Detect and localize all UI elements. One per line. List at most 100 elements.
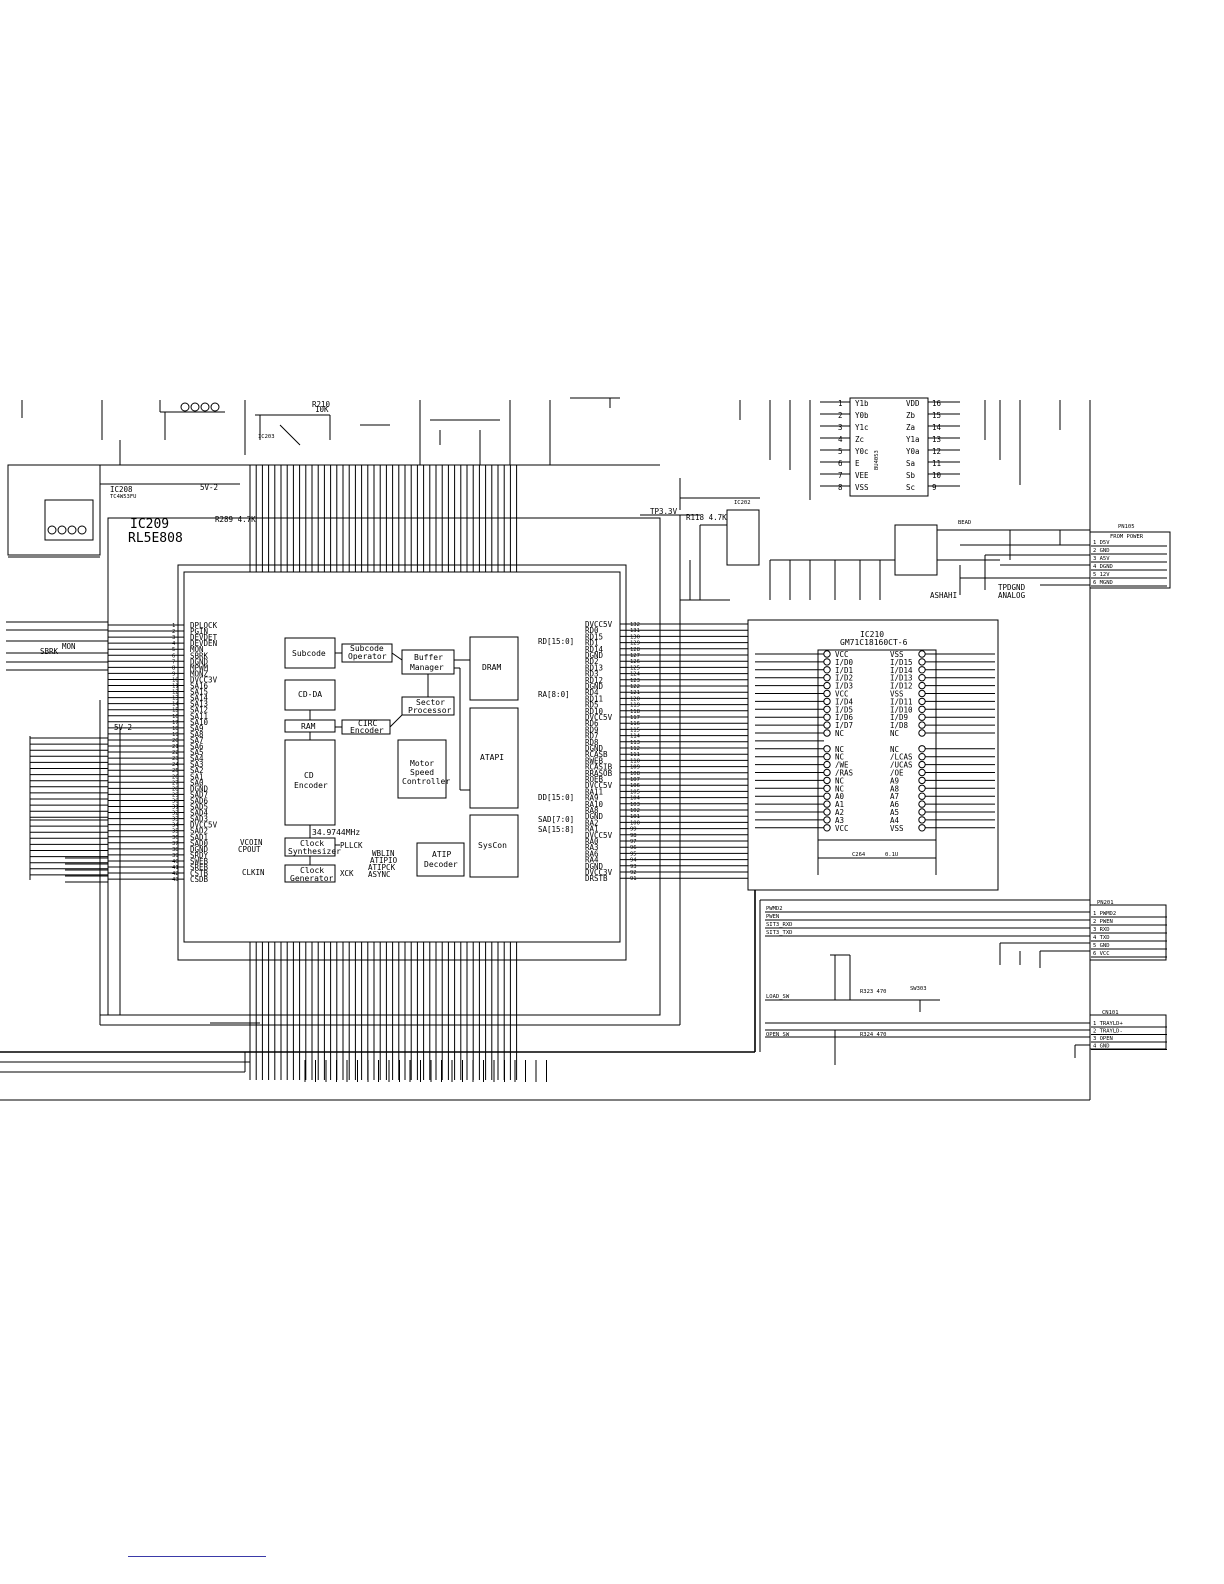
ic209-right-pin-number: 117	[630, 715, 640, 721]
ic209-left-pin-label: SREB	[190, 863, 209, 872]
mux-right-label: Sc	[906, 483, 915, 492]
ic209-left-pin-label: CSDB	[190, 875, 209, 884]
ic209-left-pin-label: MPWM	[190, 663, 209, 672]
ic208-ref: IC208	[110, 485, 133, 494]
ic209-right-pin-number: 124	[630, 672, 641, 678]
label-5v2-b: 5V-2	[114, 723, 132, 732]
ic209-part: RL5E808	[128, 531, 183, 546]
ic209-right-pin-number: 122	[630, 684, 640, 690]
svg-text:SysCon: SysCon	[478, 841, 507, 850]
ic210-left-pin-label: NC	[835, 753, 844, 762]
mux-left-label: Y1b	[855, 399, 869, 408]
svg-text:LOAD_SW: LOAD_SW	[766, 994, 790, 1000]
ic209-right-pin-label: RA11	[585, 787, 603, 796]
ic209-right-pin-number: 129	[630, 641, 640, 647]
ic210-right-pin-label: A5	[890, 808, 899, 817]
mux-right-label: Zb	[906, 411, 916, 420]
connector-pin: 2 PWEN	[1093, 919, 1113, 925]
ic209-right-pin-number: 130	[630, 634, 640, 640]
connector-pin: 2 GND	[1093, 548, 1110, 554]
svg-text:WBLIN: WBLIN	[372, 849, 395, 858]
label-sbrk: SBRK	[40, 647, 59, 656]
ic209-right-pin-number: 113	[630, 740, 640, 746]
svg-text:FROM POWER: FROM POWER	[1110, 534, 1144, 540]
ic210-right-pin-label: NC	[890, 745, 899, 754]
ic209-right-pin-number: 94	[630, 858, 637, 864]
ic210-left-pin-label: VCC	[835, 690, 849, 699]
ic209-left-pin-label: DGND	[190, 845, 209, 854]
connector-pin: 1 D5V	[1093, 540, 1110, 546]
connector-pin: 4 GND	[1093, 1044, 1110, 1050]
svg-text:Processor: Processor	[408, 706, 452, 715]
ic210-right-pin-label: NC	[890, 729, 899, 738]
ic210-right-pin-label: I/D11	[890, 697, 913, 706]
mux-left-label: Y0b	[855, 411, 869, 420]
svg-text:CIRC: CIRC	[358, 719, 377, 728]
ic209-right-pin-label: RA1	[585, 825, 599, 834]
ic209-left-pin-label: SA2	[190, 766, 204, 775]
mux-right-label: Y0a	[906, 447, 920, 456]
ic209-left-pin-label: SA15	[190, 688, 208, 697]
ic209-left-pin-number: 40	[172, 859, 179, 865]
ic209-right-pin-label: DGND	[585, 812, 604, 821]
ic210-right-pin-label: /OE	[890, 769, 904, 778]
ic209-right-pin-number: 92	[630, 870, 637, 876]
ic209-right-pin-number: 132	[630, 622, 640, 628]
ic209-left-pin-number: 4	[172, 641, 176, 647]
ic209-right-pin-number: 121	[630, 690, 640, 696]
ic210-left-pin-label: I/D5	[835, 705, 853, 714]
ic209-left-pin-number: 34	[172, 823, 179, 829]
block-dram	[469, 636, 519, 701]
ic210-right-pin-label: I/D10	[890, 705, 913, 714]
ic209-left-pin-number: 12	[172, 690, 179, 696]
ic209-right-pin-number: 123	[630, 678, 640, 684]
tp-analog: ANALOG	[998, 591, 1026, 600]
ic209-ref: IC209	[130, 517, 169, 532]
ic209-left-pin-label: DEVDET	[190, 633, 218, 642]
bottom-leads	[304, 1060, 547, 1082]
ic210-left-pin-label: A1	[835, 800, 844, 809]
ic209-right-pin-number: 128	[630, 647, 640, 653]
ic209-left-pin-label: MON	[190, 645, 204, 654]
footer-link-underline[interactable]	[128, 1556, 266, 1557]
block-cd-da	[284, 679, 336, 711]
svg-text:R324 470: R324 470	[860, 1032, 887, 1038]
ic209-right-pin-label: RD10	[585, 707, 604, 716]
svg-text:Synthesizer: Synthesizer	[288, 847, 341, 856]
ic209-right-pin-label: RA3	[585, 843, 599, 852]
c264v: 0.1U	[885, 852, 898, 858]
ic209-right-pin-number: 95	[630, 851, 637, 857]
svg-text:Sector: Sector	[416, 698, 445, 707]
ic209-left-pin-number: 3	[172, 635, 175, 641]
ic209-left-pin-label: SAD2	[190, 827, 208, 836]
ic209-left-pin-label: SA0	[190, 778, 204, 787]
ic209-left-pin-label: DVCC3V	[190, 675, 218, 684]
r118: R118 4.7K	[686, 513, 727, 522]
mux-right-num: 13	[932, 435, 941, 444]
r289: R289 4.7K	[215, 515, 256, 524]
block-cd-encoder	[284, 739, 336, 826]
ic209-right-pin-label: RA0	[585, 837, 599, 846]
cn101-area: LOAD_SW OPEN_SW SW303 R323 470 R324 470 …	[765, 954, 1167, 1065]
svg-text:SIT3_TXD: SIT3_TXD	[766, 930, 793, 936]
connector-pin: 5 GND	[1093, 943, 1110, 949]
svg-text:PLLCK: PLLCK	[340, 841, 363, 850]
ashahi: ASHAHI	[930, 591, 957, 600]
ic209-right-pin-label: RWEB	[585, 756, 604, 765]
svg-text:PWMD2: PWMD2	[766, 906, 783, 912]
ic209-left-pin-number: 42	[172, 871, 179, 877]
svg-text:RA[8:0]: RA[8:0]	[538, 690, 570, 699]
ic209-left-pin-label: SA7	[190, 736, 204, 745]
mux-right-num: 16	[932, 399, 942, 408]
ic209-right-pin-label: RD4	[585, 688, 599, 697]
ic209-right-pin-number: 104	[630, 796, 641, 802]
mux-right-label: Y1a	[906, 435, 920, 444]
block-buffer-manager	[401, 649, 455, 675]
label-5v2: 5V-2	[200, 483, 218, 492]
ic210-right-pin-label: /LCAS	[890, 753, 913, 762]
connector-pin: 3 A5V	[1093, 556, 1110, 562]
power-section: TPDGND ANALOG ASHAHI BEAD	[769, 520, 1090, 600]
ic209-left-pin-label: SAD3	[190, 815, 208, 824]
